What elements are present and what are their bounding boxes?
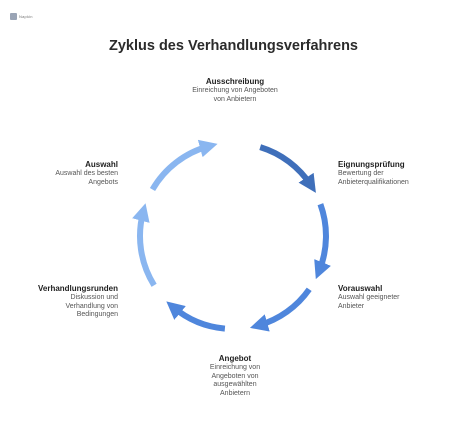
- logo-icon: [10, 12, 17, 20]
- arc-verhandlung-auswahl: [132, 203, 157, 287]
- step-description: Diskussion und Verhandlung von Bedingung…: [65, 294, 118, 319]
- step-description: Auswahl des besten Angebots: [55, 170, 118, 186]
- step-ausschreibung: Ausschreibung Einreichung von Angeboten …: [175, 77, 295, 104]
- arc-auswahl-ausschreibung: [149, 139, 218, 192]
- arc-ausschreibung-eignung: [259, 144, 316, 193]
- logo-text: Napkin: [19, 13, 33, 19]
- logo: Napkin: [10, 10, 33, 22]
- arc-vorauswahl-angebot: [249, 287, 312, 332]
- step-auswahl: Auswahl Auswahl des besten Angebots: [10, 160, 118, 187]
- step-title: Auswahl: [85, 160, 118, 169]
- step-angebot: Angebot Einreichung von Angeboten von au…: [185, 354, 285, 398]
- step-title: Eignungsprüfung: [338, 160, 405, 169]
- step-description: Auswahl geeigneter Anbieter: [338, 294, 400, 310]
- step-title: Angebot: [218, 354, 252, 363]
- step-title: Verhandlungsrunden: [37, 284, 118, 293]
- arc-eignung-vorauswahl: [314, 203, 331, 280]
- diagram-title: Zyklus des Verhandlungsverfahrens: [108, 38, 358, 54]
- step-verhandlungsrunden: Verhandlungsrunden Diskussion und Verhan…: [10, 284, 118, 320]
- step-vorauswahl: Vorauswahl Auswahl geeigneter Anbieter: [338, 284, 428, 311]
- step-description: Einreichung von Angeboten von ausgewählt…: [209, 364, 261, 397]
- step-title: Vorauswahl: [338, 284, 383, 293]
- step-eignungspruefung: Eignungsprüfung Bewertung der Anbieterqu…: [338, 160, 448, 187]
- step-description: Bewertung der Anbieterqualifikationen: [338, 170, 409, 186]
- step-title: Ausschreibung: [205, 77, 265, 86]
- arc-angebot-verhandlung: [166, 301, 226, 332]
- step-description: Einreichung von Angeboten von Anbietern: [192, 87, 278, 103]
